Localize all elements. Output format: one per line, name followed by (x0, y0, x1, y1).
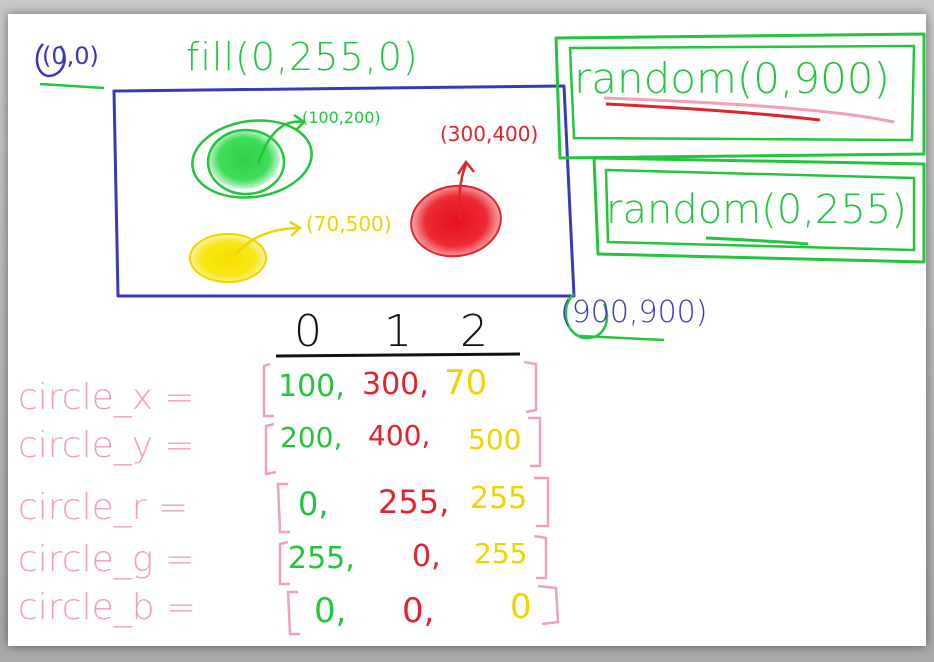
origin-underline-stroke (39, 82, 105, 90)
array-r-value-2: 255 (470, 481, 528, 516)
array-name-g: circle_g = (18, 539, 195, 580)
canvas-rectangle (112, 84, 576, 298)
yellow-point-label: (70,500) (306, 212, 392, 236)
green-circle-inner-outline (206, 128, 286, 196)
array-x-value-1: 300, (362, 367, 429, 402)
array-g-value-2: 255 (474, 537, 528, 570)
array-name-y: circle_y = (18, 425, 195, 466)
index-label-0: 0 (294, 306, 322, 357)
array-y-value-1: 400, (368, 419, 431, 452)
bracket-r (276, 476, 550, 534)
array-x-value-2: 70 (444, 363, 488, 403)
yellow-arrow (235, 220, 303, 255)
array-b-value-0: 0, (314, 591, 347, 631)
array-name-b: circle_b = (18, 587, 197, 628)
array-b-value-2: 0 (510, 587, 532, 627)
bracket-y (264, 416, 542, 476)
corner-circle-stroke (564, 293, 609, 340)
whiteboard-canvas[interactable]: (0,0) fill(0,255,0) random(0,900) random… (8, 14, 926, 646)
random-pos-box (554, 32, 926, 160)
yellow-circle-fill (190, 235, 266, 283)
origin-circle-stroke (35, 43, 66, 78)
array-name-x: circle_x = (18, 377, 195, 418)
bracket-b (286, 584, 560, 636)
green-arrow (256, 113, 306, 165)
red-circle-fill (412, 184, 500, 258)
red-arrow (456, 159, 475, 220)
corner-underline-stroke (579, 334, 665, 342)
random-underline-pink (603, 96, 895, 124)
array-y-value-2: 500 (468, 423, 522, 456)
array-y-value-0: 200, (280, 421, 343, 454)
green-circle-outer-outline (191, 119, 313, 199)
origin-label: (0,0) (42, 42, 99, 70)
corner-label: (900,900) (560, 295, 708, 330)
ink-strokes (35, 32, 926, 636)
array-r-value-0: 0, (298, 485, 329, 523)
random-pos-label: random(0,900) (574, 54, 890, 103)
bracket-g (278, 534, 548, 586)
array-b-value-1: 0, (402, 591, 435, 631)
array-g-value-0: 255, (288, 541, 355, 576)
fill-call-label: fill(0,255,0) (186, 35, 419, 79)
index-label-1: 1 (384, 306, 412, 357)
bracket-x (262, 360, 538, 418)
random-color-underline (705, 236, 809, 246)
array-x-value-0: 100, (278, 369, 345, 404)
yellow-circle-outline (189, 233, 267, 283)
random-color-box (592, 156, 926, 264)
green-circle-fill (208, 129, 280, 189)
random-pos-box-inner (568, 44, 916, 142)
red-circle-outline (410, 184, 502, 258)
random-underline-red (605, 102, 821, 122)
index-underline (275, 352, 521, 358)
array-r-value-1: 255, (378, 483, 450, 521)
random-color-box-inner (604, 168, 916, 252)
random-color-label: random(0,255) (606, 187, 907, 233)
green-point-label: (100,200) (302, 108, 381, 127)
array-g-value-1: 0, (412, 539, 441, 574)
index-label-2: 2 (460, 306, 488, 357)
red-point-label: (300,400) (440, 122, 539, 146)
array-name-r: circle_r = (18, 487, 189, 528)
